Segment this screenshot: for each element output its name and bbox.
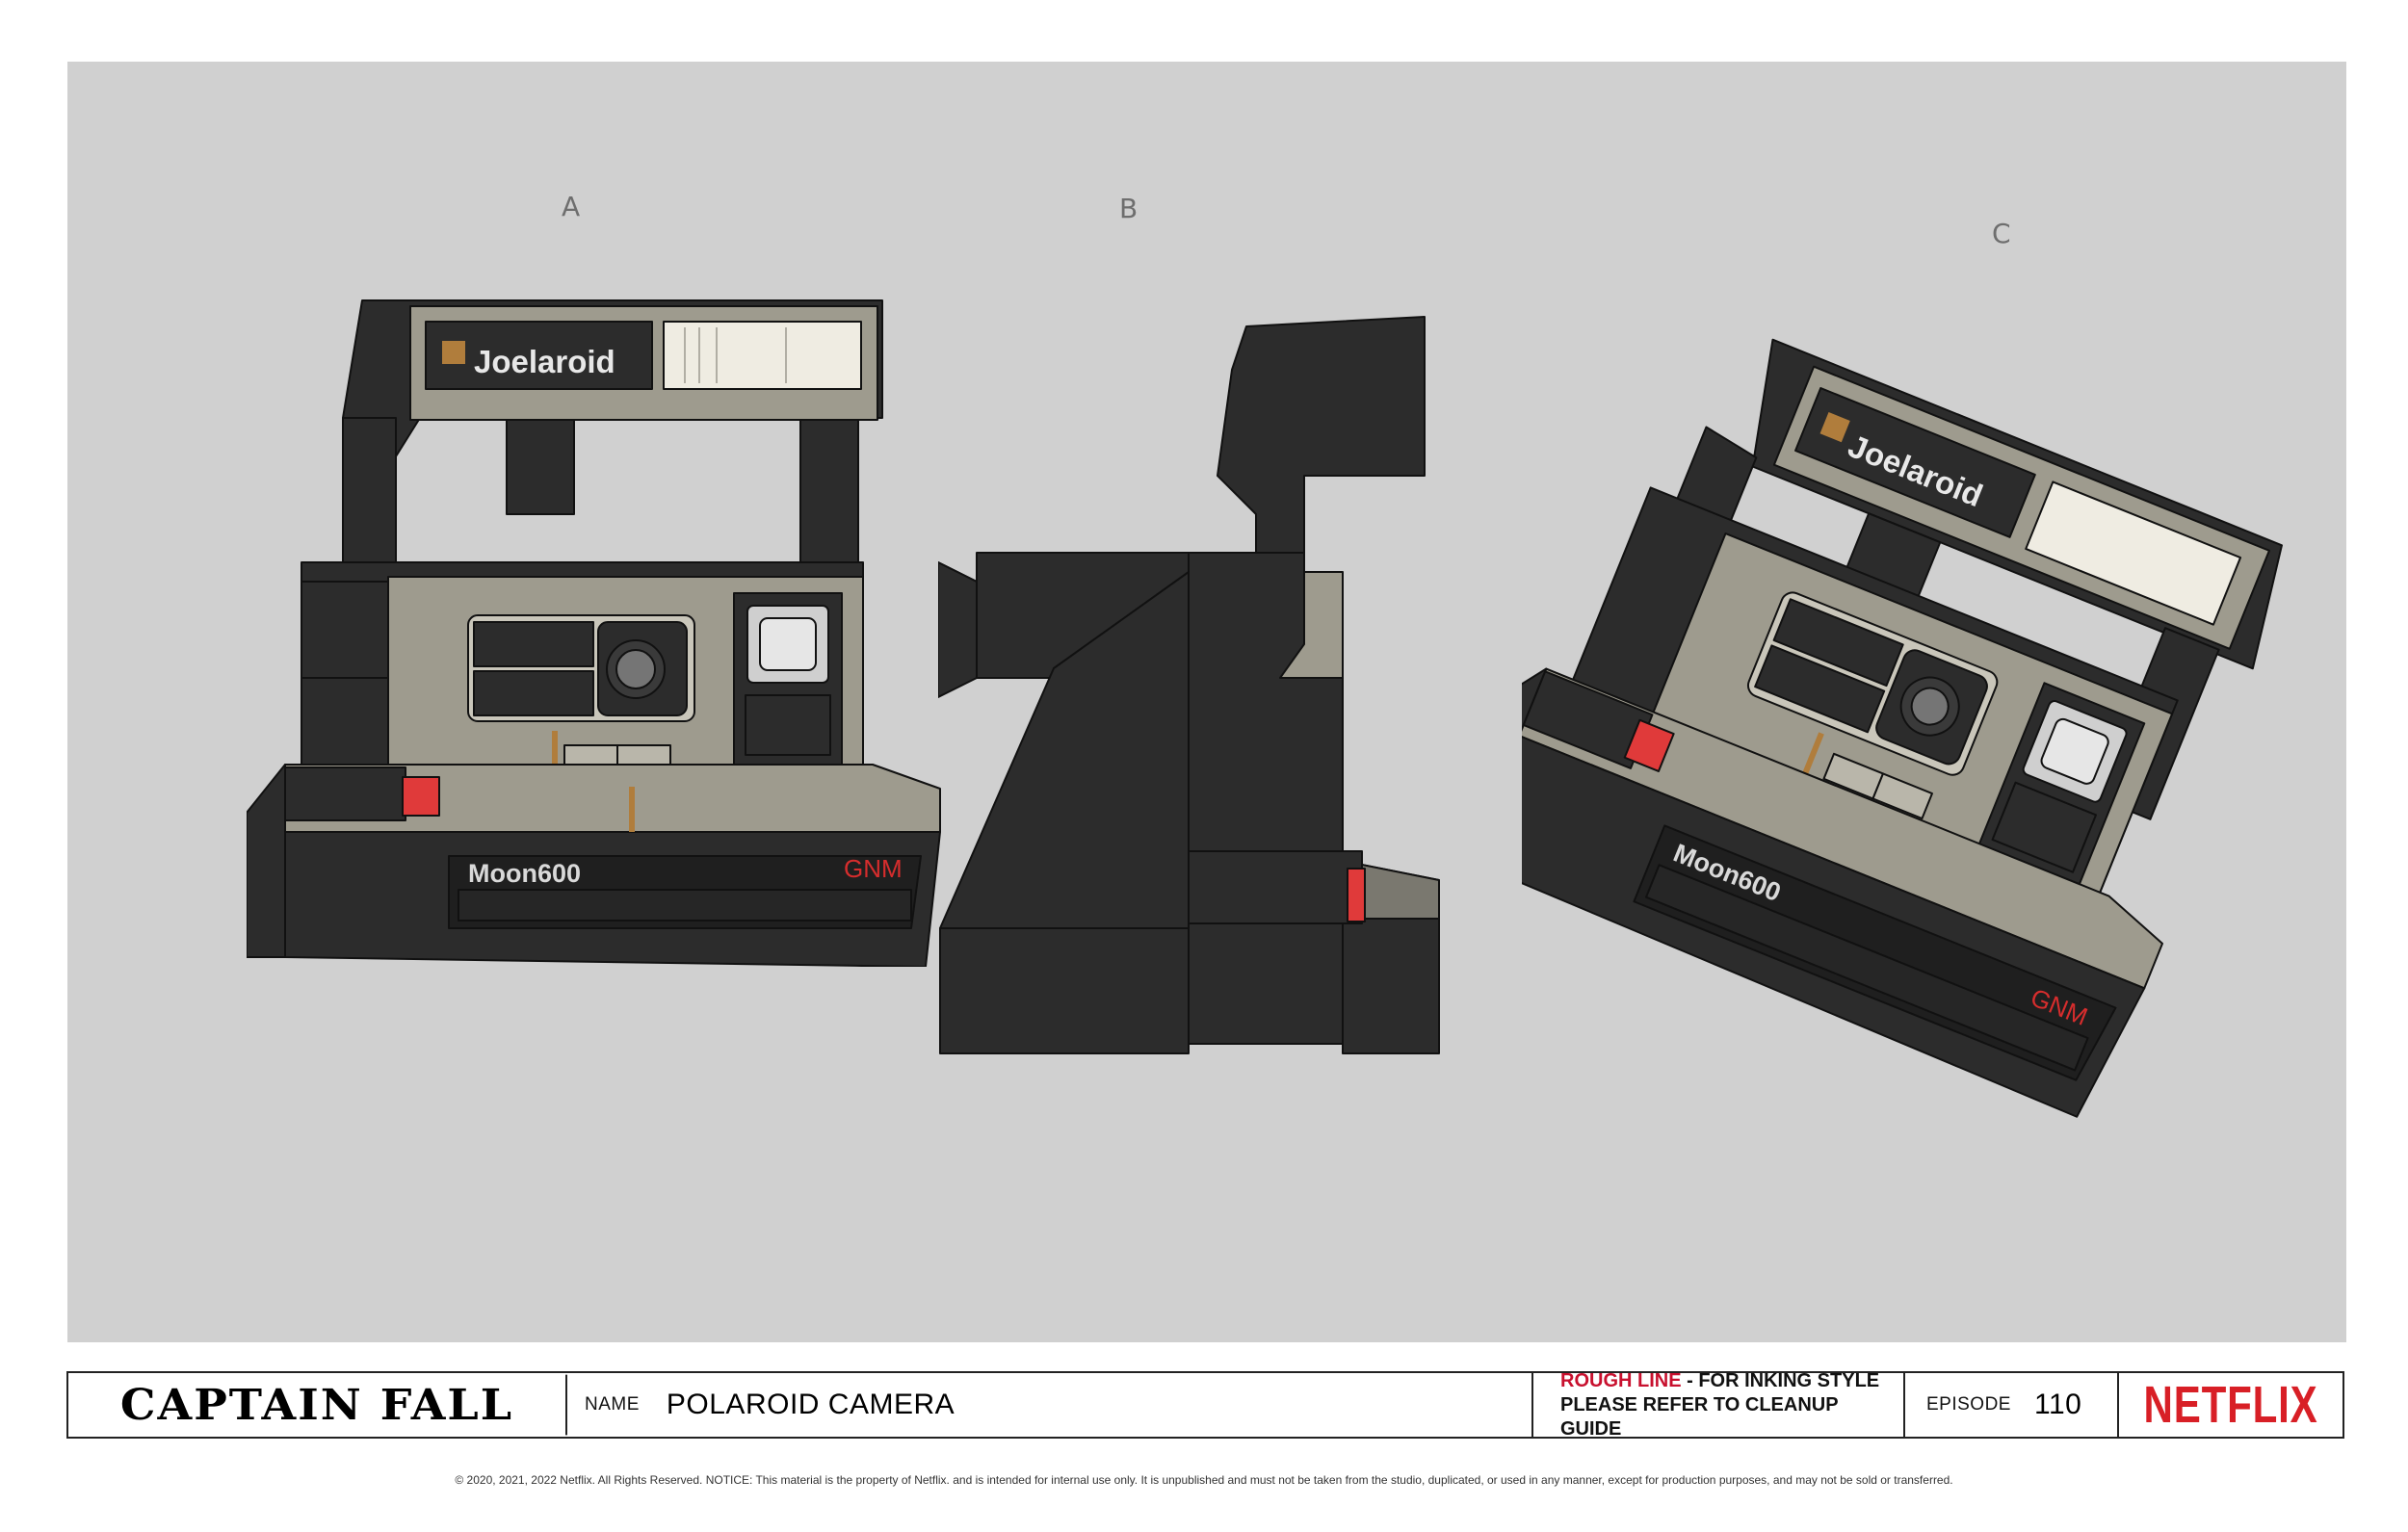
copyright-notice: © 2020, 2021, 2022 Netflix. All Rights R…	[455, 1473, 1953, 1487]
camera-three-quarter-view: Joelaroid Moon600 GNM	[1522, 338, 2283, 1118]
camera-a-model-text: Moon600	[468, 859, 581, 888]
title-block: CAPTAIN FALL NAME POLAROID CAMERA ROUGH …	[66, 1370, 2344, 1440]
camera-front-view: Joelaroid Moon600 GNM	[247, 299, 941, 967]
camera-side-view	[938, 316, 1440, 1054]
view-label-a: A	[562, 191, 581, 222]
brand-cell: NETFLIX	[2119, 1373, 2343, 1437]
camera-a-brand-text: Joelaroid	[474, 344, 615, 379]
inking-note: ROUGH LINE - FOR INKING STYLE PLEASE REF…	[1533, 1370, 1905, 1440]
inking-note-line2: PLEASE REFER TO CLEANUP GUIDE	[1560, 1393, 1839, 1440]
show-title: CAPTAIN FALL	[68, 1374, 567, 1436]
artwork-canvas: A B C	[67, 62, 2346, 1342]
rough-line-label: ROUGH LINE	[1560, 1369, 1682, 1391]
camera-a-maker-text: GNM	[844, 854, 903, 883]
inking-style-text: - FOR INKING STYLE	[1681, 1369, 1880, 1391]
name-cell: NAME POLAROID CAMERA	[567, 1373, 1533, 1437]
episode-cell: EPISODE 110	[1905, 1373, 2119, 1437]
view-label-c: C	[1992, 218, 2011, 249]
episode-number: 110	[2033, 1389, 2082, 1420]
name-value: POLAROID CAMERA	[666, 1389, 955, 1420]
name-label: NAME	[585, 1394, 640, 1415]
inking-note-line1: ROUGH LINE - FOR INKING STYLE	[1560, 1369, 1879, 1393]
episode-label: EPISODE	[1926, 1394, 2011, 1415]
view-label-b: B	[1119, 193, 1139, 224]
netflix-logo: NETFLIX	[2143, 1376, 2318, 1434]
